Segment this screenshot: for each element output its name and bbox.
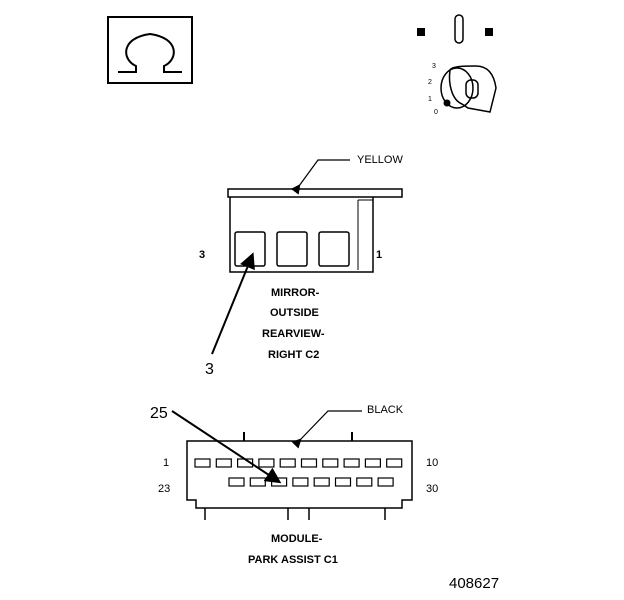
- c1-pin-cavity-row1: [279, 458, 296, 468]
- ignition-pos-1: 1: [428, 96, 432, 103]
- c1-pin-cavity-row1: [194, 458, 211, 468]
- c1-wire-color-label: BLACK: [367, 404, 404, 416]
- c1-row1-left-label: 1: [163, 457, 169, 469]
- c1-pin-cavity-row1: [258, 458, 275, 468]
- ignition-key-icon: 3 2 1 0: [417, 14, 497, 116]
- c1-pin-cavity-row1: [322, 458, 339, 468]
- c2-pin-left-label: 3: [199, 249, 205, 261]
- c2-callout-number: 3: [205, 361, 214, 378]
- ignition-pos-0: 0: [434, 109, 438, 116]
- c2-wire-color-label: YELLOW: [357, 154, 403, 166]
- c1-name-line-1: MODULE-: [271, 533, 323, 545]
- c1-pin-cavity-row2: [356, 477, 373, 487]
- c2-pin-right-label: 1: [376, 249, 382, 261]
- c1-pin-cavity-row1: [386, 458, 403, 468]
- c1-row1-right-label: 10: [426, 457, 438, 469]
- c1-pin-cavity-row2: [292, 477, 309, 487]
- omega-icon: [107, 16, 193, 84]
- ignition-pos-3: 3: [432, 63, 436, 70]
- c1-name-line-2: PARK ASSIST C1: [248, 554, 338, 566]
- ignition-pos-2: 2: [428, 79, 432, 86]
- c2-name-line-3: REARVIEW-: [262, 328, 325, 340]
- c1-pin-cavity-row1: [343, 458, 360, 468]
- c1-row2-left-label: 23: [158, 483, 170, 495]
- c1-callout-number: 25: [150, 405, 168, 422]
- c1-pin-cavity-row2: [313, 477, 330, 487]
- c1-pin-cavity-row2: [249, 477, 266, 487]
- connector-c1: BLACK 25 1 10 23 30 MODULE- PARK ASSIST …: [150, 404, 438, 566]
- c1-pin-cavity-row1: [364, 458, 381, 468]
- figure-number: 408627: [449, 575, 499, 592]
- c2-name-line-1: MIRROR-: [271, 287, 320, 299]
- c1-pin-cavity-row2: [334, 477, 352, 487]
- c1-pin-cavity-row2: [377, 477, 394, 487]
- c1-pin-cavity-row1: [300, 458, 318, 468]
- c2-name-line-2: OUTSIDE: [270, 307, 319, 319]
- connector-c2: YELLOW 3 1 3 MIRROR- OUTSIDE REARVIEW- R…: [199, 154, 403, 378]
- c1-pin-cavity-row2: [228, 477, 245, 487]
- c2-name-line-4: RIGHT C2: [268, 349, 319, 361]
- c1-pin-cavity-row1: [215, 458, 232, 468]
- c1-row2-right-label: 30: [426, 483, 438, 495]
